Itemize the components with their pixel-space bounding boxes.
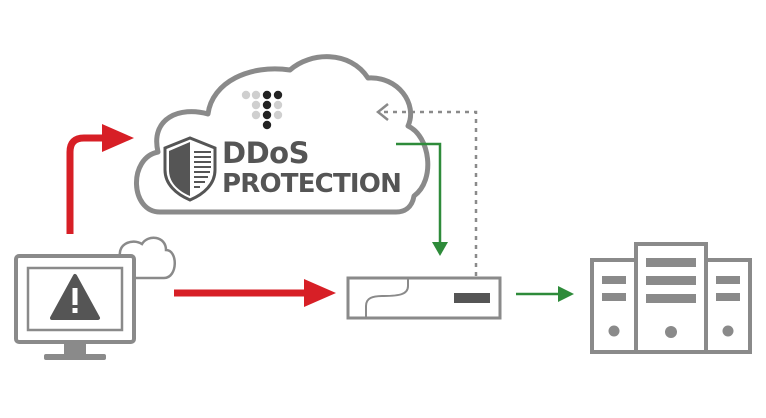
attack-arrow-to-cloud xyxy=(66,124,134,234)
clean-arrow-to-gateway xyxy=(396,142,448,256)
return-arrow-to-cloud xyxy=(375,103,478,276)
dot-logo-icon xyxy=(241,90,283,130)
cloud-title-line2: PROTECTION xyxy=(222,169,401,199)
network-appliance-icon xyxy=(346,276,502,320)
server-right xyxy=(704,258,752,354)
clean-arrow-to-servers xyxy=(516,286,574,302)
shield-icon xyxy=(163,136,217,202)
cloud-title-line1: DDoS xyxy=(222,136,309,170)
server-center xyxy=(634,242,708,354)
warning-icon xyxy=(50,274,100,320)
attack-arrow-to-gateway xyxy=(174,279,336,307)
server-rack-icon xyxy=(590,242,752,354)
server-left xyxy=(590,258,638,354)
computer-warning-icon xyxy=(14,254,136,360)
